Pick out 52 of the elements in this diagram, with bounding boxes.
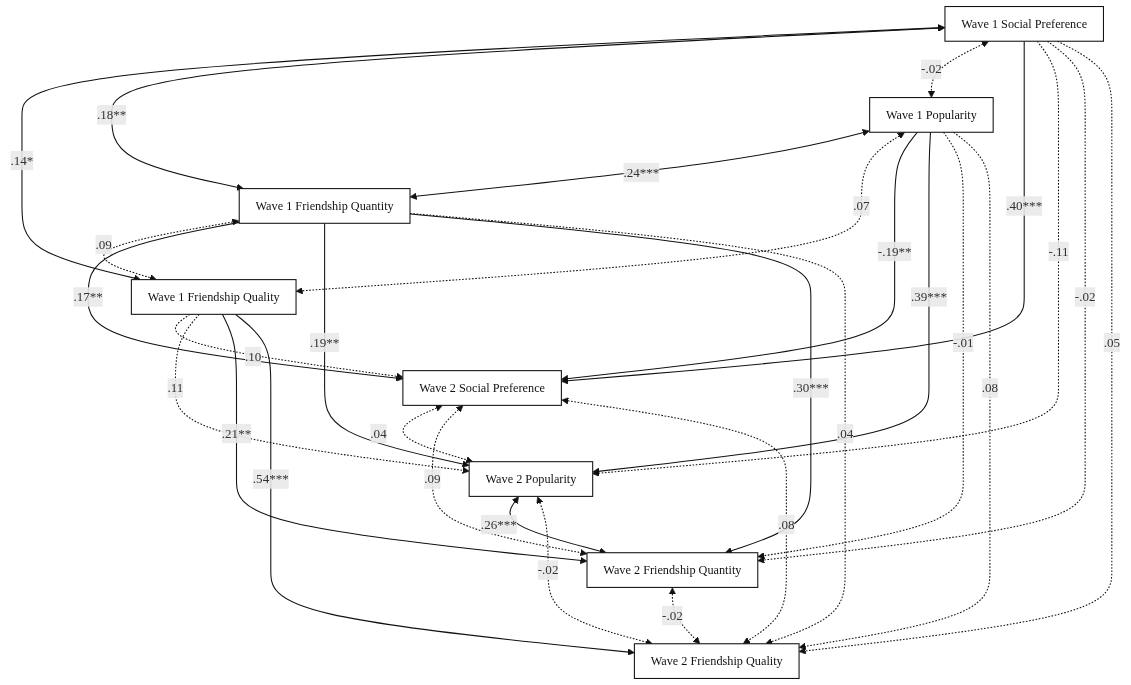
edge-label: -.02 [1075, 289, 1096, 304]
edge-label: .11 [167, 380, 184, 395]
edge-label: -.01 [953, 335, 974, 350]
arrow [592, 131, 932, 475]
edge-label: -.11 [1048, 244, 1069, 258]
arrow [87, 221, 404, 382]
edge-label: .24*** [623, 165, 660, 179]
edge-label: -.02 [921, 62, 942, 76]
edge-label: .14* [10, 153, 34, 167]
arrow [235, 313, 635, 656]
edge-label: .40*** [1006, 198, 1043, 213]
arrow [175, 313, 404, 380]
edge-label: .07 [853, 198, 870, 213]
arrow [928, 41, 990, 98]
arrow [561, 397, 788, 645]
arrow [561, 40, 1025, 385]
edge-label: .21** [222, 426, 252, 441]
arrow [175, 313, 470, 474]
node-box: Wave 2 Friendship Quantity [586, 552, 759, 588]
node-box: Wave 1 Friendship Quality [131, 279, 297, 315]
arrow [592, 40, 1060, 477]
node-box: Wave 1 Social Preference [944, 6, 1105, 42]
arrow [402, 404, 474, 464]
arrow [432, 405, 588, 557]
edge-label: .10 [245, 349, 262, 364]
node-box: Wave 1 Popularity [869, 97, 994, 133]
edge-label: .39*** [911, 289, 948, 304]
arrow [669, 587, 701, 645]
node-box: Wave 1 Friendship Quantity [238, 188, 411, 224]
arrow [561, 131, 919, 383]
edge-label: .04 [370, 426, 387, 441]
arrow [222, 313, 588, 565]
edge-label: .09 [95, 237, 112, 252]
edge-label: .30*** [793, 380, 830, 395]
edge-label: .26*** [481, 517, 518, 532]
edge-label: -.19** [878, 244, 912, 258]
arrow [111, 24, 946, 191]
edge-label: .08 [778, 517, 795, 532]
edge-label: .08 [981, 380, 999, 395]
node-box: Wave 2 Friendship Quality [634, 643, 800, 679]
edge-label: .18** [97, 107, 127, 122]
edge-label: .05 [1103, 335, 1121, 350]
edge-label: .09 [424, 471, 441, 486]
edge-label: .17** [73, 289, 104, 304]
arrow [324, 222, 470, 468]
edge-label: .19** [310, 335, 340, 350]
node-box: Wave 2 Social Preference [402, 370, 563, 406]
edge-label: .04 [837, 426, 854, 441]
edge-label: .54*** [253, 471, 289, 486]
edge-label: -.02 [662, 608, 683, 623]
node-box: Wave 2 Popularity [468, 461, 594, 497]
edge-label: -.02 [537, 562, 559, 577]
